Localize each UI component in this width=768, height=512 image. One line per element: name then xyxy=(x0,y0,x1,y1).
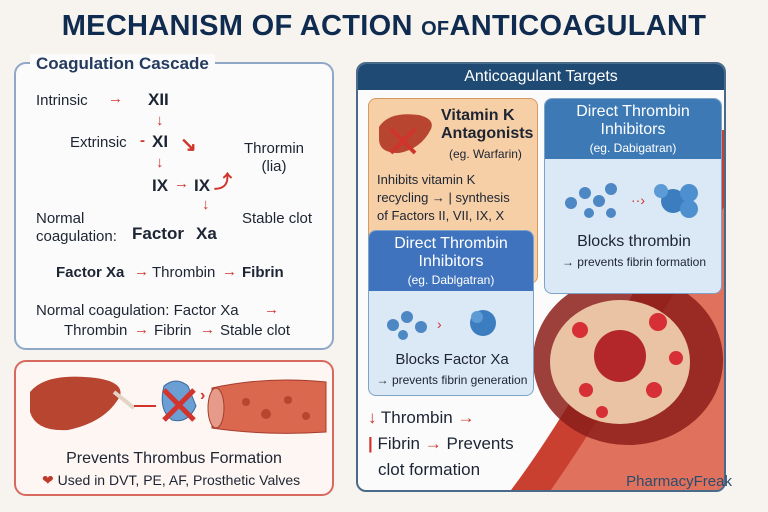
bottom-flow-1: ↓ Thrombin → xyxy=(368,408,475,427)
factor-ix-right: IX xyxy=(194,176,211,195)
arrow-down-icon: ↓ xyxy=(202,196,210,213)
anticoagulant-targets-panel: Anticoagulant Targets Vitamin K Antagoni… xyxy=(356,62,726,492)
molecule-icon: › xyxy=(387,310,496,340)
xa-label: Xa xyxy=(196,224,217,243)
prevents-thrombus-panel: › Prevents Thrombus Formation ❤ Used in … xyxy=(14,360,334,496)
arrow-icon: → xyxy=(134,321,149,338)
dti-mid-example: (eg. Dablgatran) xyxy=(407,273,495,287)
vitk-title: Vitamin K Antagonists xyxy=(441,107,534,142)
prevents-title: Prevents Thrombus Formation xyxy=(66,450,282,467)
drug-block-icon xyxy=(161,380,197,422)
factor-ix-left: IX xyxy=(152,176,169,195)
arrow-icon: → xyxy=(134,263,149,280)
dti-top-example: (eg. Dabigatran) xyxy=(589,141,677,155)
factor-label: Factor xyxy=(132,224,184,243)
dti-top-title: Direct Thrombin Inhibitors xyxy=(576,103,690,138)
flow-factor-xa: Factor Xa xyxy=(56,264,125,281)
svg-text:··›: ··› xyxy=(631,192,645,208)
factor-xi: XI xyxy=(152,132,169,151)
dti-mid-box: Direct Thrombin Inhibitors (eg. Dablgatr… xyxy=(368,230,534,396)
summary-clot: Stable clot xyxy=(220,322,291,339)
arrow-icon: → xyxy=(222,263,237,280)
liver-icon xyxy=(30,376,121,431)
bottom-clot: clot formation xyxy=(378,460,481,479)
curve-arrow-icon: ⤴ xyxy=(214,172,232,192)
vitk-desc: Inhibits vitamin K recycling → | synthes… xyxy=(377,172,510,223)
thrombin-label: Thrormin (lia) xyxy=(244,140,305,175)
vitk-example: (eg. Warfarin) xyxy=(449,147,522,161)
dti-top-desc2: → prevents fibrin formation xyxy=(561,255,707,269)
svg-text:›: › xyxy=(200,387,205,404)
blood-vessel-illustration xyxy=(511,130,724,490)
arrow-icon: → xyxy=(424,434,442,453)
thrombus-illustration: › xyxy=(30,376,327,434)
dti-top-desc: Blocks thrombin xyxy=(577,233,691,250)
normal-coagulation-label: Normal coagulation: xyxy=(36,210,117,245)
flow-fibrin: Fibrin xyxy=(242,264,284,281)
cascade-title: Coagulation Cascade xyxy=(30,54,215,74)
curve-arrow-icon: ↘ xyxy=(180,134,197,156)
clot-icon xyxy=(594,330,646,382)
dti-top-box: Direct Thrombin Inhibitors (eg. Dabigatr… xyxy=(544,98,722,294)
arrow-icon: → xyxy=(108,90,123,107)
arrow-down-icon: ↓ xyxy=(156,154,164,171)
arrow-icon: → xyxy=(264,301,279,318)
brand-label: PharmacyFreak xyxy=(626,473,732,490)
summary-line-1: Normal coagulation: Factor Xa xyxy=(36,302,239,319)
summary-fibrin: Fibrin xyxy=(154,322,192,339)
svg-text:›: › xyxy=(437,316,442,332)
vessel-segment-icon xyxy=(207,379,327,434)
dti-mid-title: Direct Thrombin Inhibitors xyxy=(394,235,508,270)
arrow-icon: → xyxy=(200,321,215,338)
factor-xii: XII xyxy=(148,90,169,109)
arrow-icon: → xyxy=(174,175,189,192)
arrow-down-icon: ↓ xyxy=(368,408,377,427)
targets-header: Anticoagulant Targets xyxy=(358,64,724,90)
stable-clot-label: Stable clot xyxy=(242,210,313,227)
prevents-uses: ❤ Used in DVT, PE, AF, Prosthetic Valves xyxy=(42,472,301,488)
arrow-icon: → xyxy=(457,408,475,427)
arrow-down-icon: ↓ xyxy=(156,112,164,129)
page-title: MECHANISM OF ACTION OFANTICOAGULANT xyxy=(61,10,707,42)
bottom-flow-2: | Fibrin → Prevents xyxy=(368,434,514,453)
dti-mid-desc: Blocks Factor Xa xyxy=(395,351,509,368)
molecule-icon: ··› xyxy=(565,183,698,218)
intrinsic-label: Intrinsic xyxy=(36,92,88,109)
arrow-icon: - xyxy=(140,132,145,149)
flow-thrombin: Thrombin xyxy=(152,264,216,281)
extrinsic-label: Extrinsic xyxy=(70,134,127,151)
arrow-down-icon: | xyxy=(368,434,373,453)
summary-thrombin: Thrombin xyxy=(64,322,128,339)
coagulation-cascade-panel: Coagulation Cascade Intrinsic → XII ↓ Ex… xyxy=(14,54,334,350)
dti-top-header: Direct Thrombin Inhibitors (eg. Dabigatr… xyxy=(545,99,721,159)
liver-blocked-icon xyxy=(379,114,432,155)
dti-mid-desc2: → prevents fibrin generation xyxy=(376,373,528,387)
dti-mid-header: Direct Thrombin Inhibitors (eg. Dablgatr… xyxy=(369,231,533,291)
heart-icon: ❤ xyxy=(42,472,54,488)
